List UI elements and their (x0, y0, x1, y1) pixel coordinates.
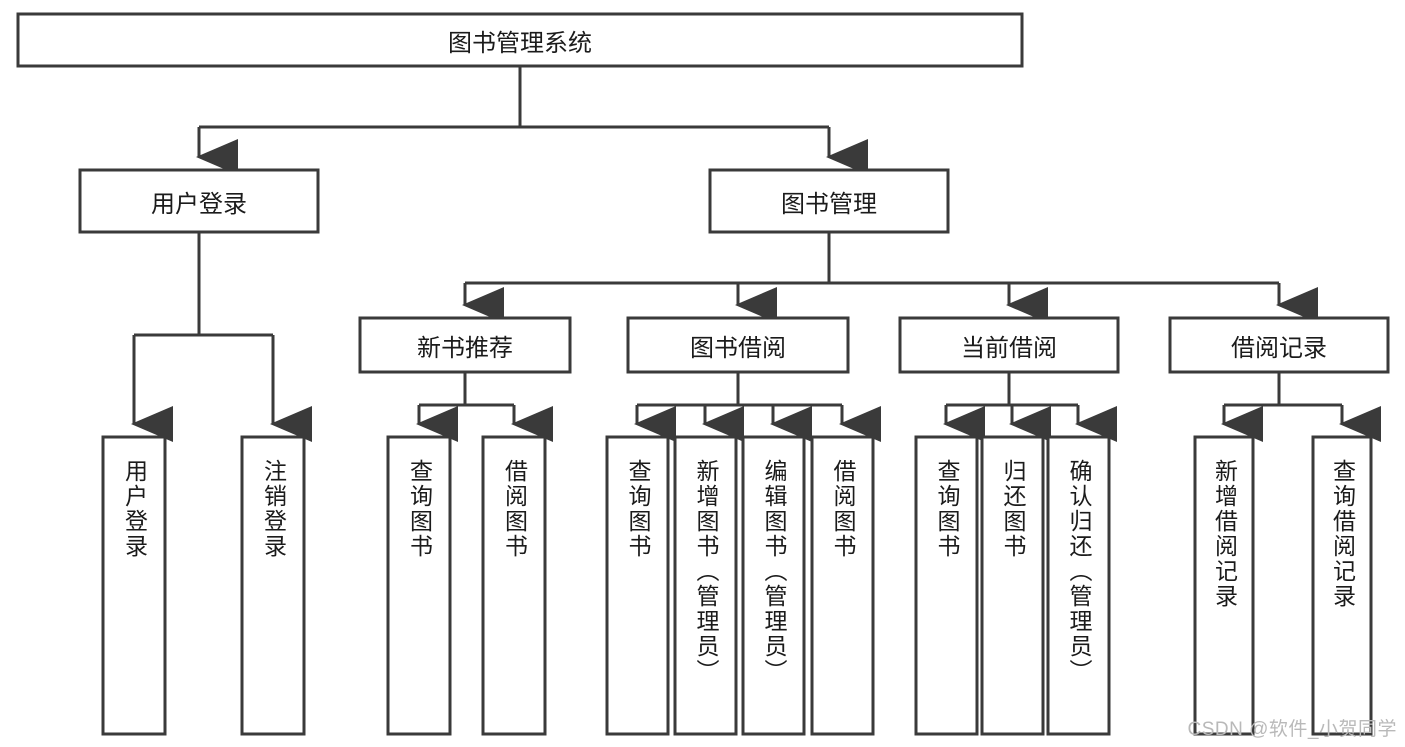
node-box-leaf-borrow-book-rec[interactable] (481, 435, 547, 736)
node-box-user-login[interactable] (78, 168, 320, 234)
node-box-book-manage[interactable] (708, 168, 950, 234)
node-box-root[interactable] (16, 12, 1024, 68)
node-box-leaf-return-book[interactable] (980, 435, 1045, 736)
node-box-leaf-query-book-rec[interactable] (386, 435, 452, 736)
node-box-current-borrow[interactable] (898, 316, 1120, 374)
node-box-leaf-query-book-cur[interactable] (914, 435, 979, 736)
node-box-borrow-record[interactable] (1168, 316, 1390, 374)
node-box-leaf-query-book-borrow[interactable] (605, 435, 670, 736)
node-box-leaf-query-record[interactable] (1311, 435, 1373, 736)
watermark-credit: CSDN @软件_小贺同学 (1187, 719, 1397, 740)
node-box-leaf-edit-book[interactable] (741, 435, 806, 736)
node-box-leaf-add-record[interactable] (1193, 435, 1255, 736)
node-box-leaf-confirm-return[interactable] (1046, 435, 1111, 736)
node-box-leaf-add-book[interactable] (673, 435, 738, 736)
node-box-new-book-recommend[interactable] (358, 316, 572, 374)
boxes-layer (16, 12, 1390, 736)
node-box-book-borrow[interactable] (626, 316, 850, 374)
node-box-leaf-borrow-book[interactable] (810, 435, 875, 736)
node-box-leaf-logout[interactable] (240, 435, 306, 736)
node-box-leaf-user-login[interactable] (101, 435, 167, 736)
connectors-layer (131, 66, 1381, 442)
